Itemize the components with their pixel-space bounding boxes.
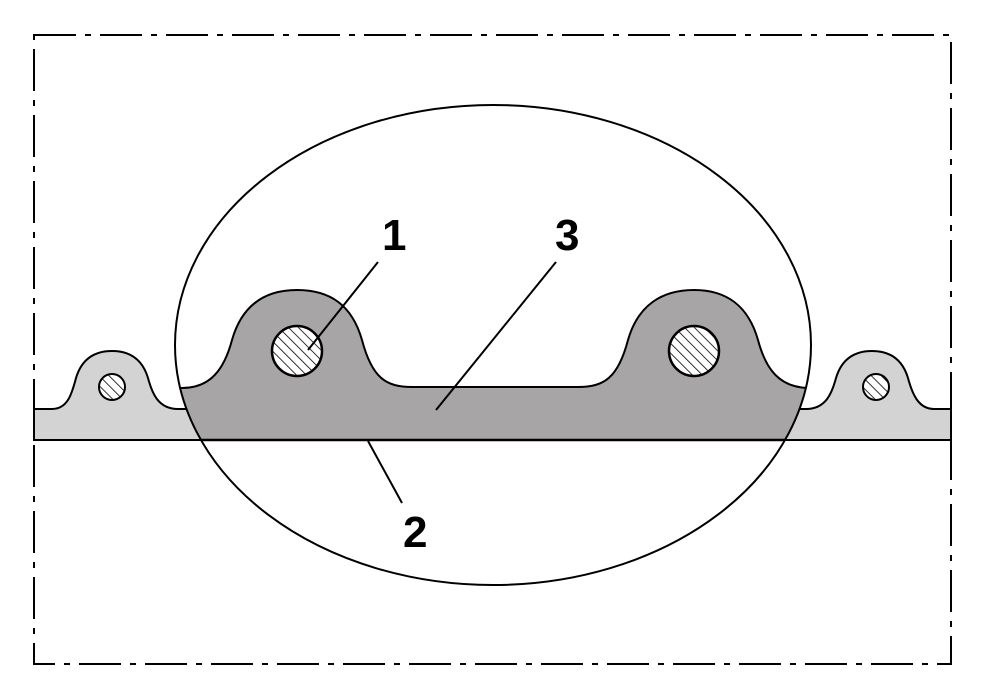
leader-line-2 <box>367 440 403 504</box>
callout-label-3: 3 <box>555 211 579 260</box>
callout-label-1: 1 <box>382 211 406 260</box>
large-wire-right <box>667 324 721 378</box>
callout-label-2: 2 <box>403 508 427 557</box>
leader-line-3 <box>435 261 557 411</box>
magnification-ellipse-fill <box>175 105 811 585</box>
large-wire-left <box>270 324 324 378</box>
small-wire-right <box>862 373 890 401</box>
dash-dot-frame <box>33 34 952 665</box>
enlarged-profile-shape <box>175 288 811 441</box>
magnification-ellipse-outline <box>174 104 812 586</box>
small-wire-left <box>98 373 126 401</box>
enlarged-profile <box>175 288 811 442</box>
leader-line-1 <box>307 261 379 351</box>
